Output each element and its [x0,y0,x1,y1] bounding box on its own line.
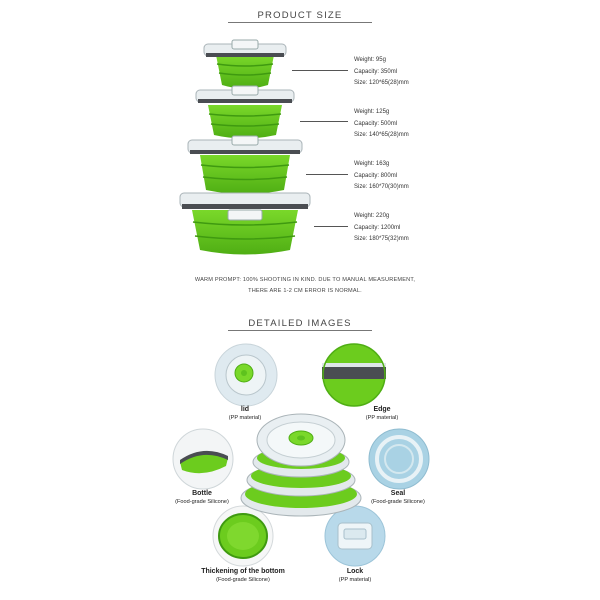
lid-label-name: lid [240,406,250,413]
spec-weight: Weight: 220g [354,213,390,219]
leader-line-3 [306,174,348,175]
spec-weight: Weight: 163g [354,161,390,167]
spec-weight: Weight: 125g [354,109,390,115]
leader-line-4 [314,226,348,227]
spec-500ml: Weight: 125g Capacity: 500ml Size: 140*6… [354,107,409,142]
spec-1200ml: Weight: 220g Capacity: 1200ml Size: 180*… [354,211,409,246]
lid-label: lid (PP material) [185,406,305,422]
leader-line-1 [292,70,348,71]
spec-size: Size: 180*75(32)mm [354,236,409,242]
warm-prompt: WARM PROMPT: 100% SHOOTING IN KIND. DUE … [155,275,455,297]
leader-line-2 [300,121,348,122]
title-underline [228,330,372,331]
lock-closeup-image [324,505,386,567]
seal-label-name: Seal [390,490,406,497]
detail-stack-image [240,413,362,517]
seal-closeup-image [368,428,430,490]
spec-size: Size: 140*65(28)mm [354,132,409,138]
bottom-label-name: Thickening of the bottom [201,568,285,575]
spec-capacity: Capacity: 800ml [354,172,398,179]
seal-label-material: (Food-grade Silicone) [371,499,425,505]
edge-label-material: (PP material) [365,415,399,421]
container-1200ml [179,192,311,255]
warm-prompt-line-2: THERE ARE 1-2 CM ERROR IS NORMAL. [248,288,362,294]
bottle-label-name: Bottle [192,490,212,497]
edge-label-name: Edge [373,406,391,413]
bottom-closeup-image [212,505,274,567]
bottom-label-material: (Food-grade Silicone) [216,577,270,583]
title-underline [228,22,372,23]
detailed-images-title: DETAILED IMAGES [248,318,352,329]
seal-label: Seal (Food-grade Silicone) [338,490,458,506]
container-350ml [203,39,287,89]
spec-size: Size: 120*65(28)mm [354,80,409,86]
bottle-label: Bottle (Food-grade Silicone) [142,490,262,506]
spec-capacity: Capacity: 350ml [354,68,398,75]
spec-capacity: Capacity: 500ml [354,120,398,127]
container-800ml [187,135,303,194]
edge-closeup-image [322,343,386,407]
bottle-closeup-image [172,428,234,490]
product-size-title: PRODUCT SIZE [257,10,343,21]
stacked-containers-image [179,39,311,255]
spec-350ml: Weight: 95g Capacity: 350ml Size: 120*65… [354,55,409,90]
spec-weight: Weight: 95g [354,57,386,63]
lock-label: Lock (PP material) [295,568,415,584]
container-500ml [195,85,295,139]
lock-label-material: (PP material) [338,577,372,583]
spec-size: Size: 160*70(30)mm [354,184,409,190]
bottom-label: Thickening of the bottom (Food-grade Sil… [183,568,303,584]
lid-label-material: (PP material) [228,415,262,421]
bottle-label-material: (Food-grade Silicone) [175,499,229,505]
spec-800ml: Weight: 163g Capacity: 800ml Size: 160*7… [354,159,409,194]
lid-closeup-image [214,343,278,407]
warm-prompt-line-1: WARM PROMPT: 100% SHOOTING IN KIND. DUE … [194,277,416,283]
spec-capacity: Capacity: 1200ml [354,224,401,231]
edge-label: Edge (PP material) [322,406,442,422]
lock-label-name: Lock [346,568,364,575]
